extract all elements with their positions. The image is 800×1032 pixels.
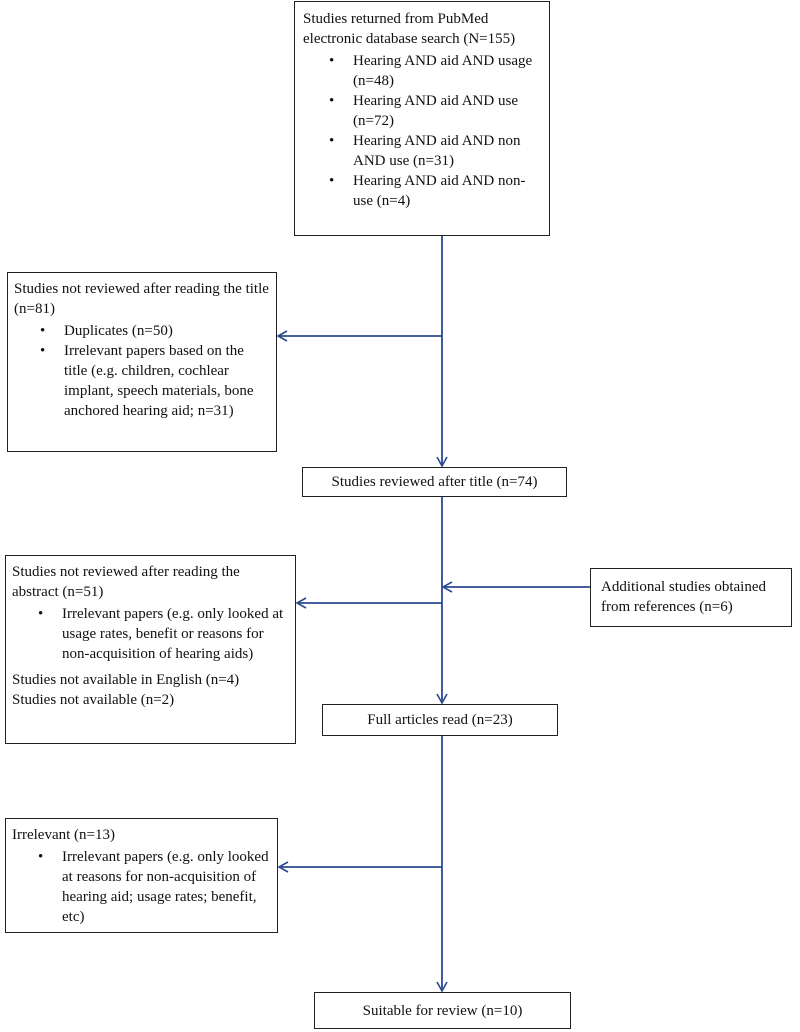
excluded-title-box: Studies not reviewed after reading the t… bbox=[7, 272, 277, 452]
excluded-abstract-extra: Studies not available (n=2) bbox=[12, 692, 175, 708]
additional-studies-box: Additional studies obtained from referen… bbox=[590, 568, 792, 627]
excluded-title-item: Duplicates (n=50) bbox=[14, 321, 270, 341]
excluded-full-item: Irrelevant papers (e.g. only looked at r… bbox=[12, 847, 271, 927]
search-item: Hearing AND aid AND non-use (n=4) bbox=[303, 171, 541, 211]
excluded-abstract-box: Studies not reviewed after reading the a… bbox=[5, 555, 296, 744]
excluded-title-item: Irrelevant papers based on the title (e.… bbox=[14, 341, 270, 421]
search-item: Hearing AND aid AND non AND use (n=31) bbox=[303, 131, 541, 171]
excluded-title-heading: Studies not reviewed after reading the t… bbox=[14, 281, 269, 317]
full-articles-label: Full articles read (n=23) bbox=[367, 712, 513, 728]
final-label: Suitable for review (n=10) bbox=[362, 1003, 523, 1019]
excluded-full-box: Irrelevant (n=13) Irrelevant papers (e.g… bbox=[5, 818, 278, 933]
excluded-full-heading: Irrelevant (n=13) bbox=[12, 827, 115, 843]
reviewed-title-label: Studies reviewed after title (n=74) bbox=[331, 474, 538, 490]
final-box: Suitable for review (n=10) bbox=[314, 992, 571, 1029]
search-results-box: Studies returned from PubMed electronic … bbox=[294, 1, 550, 236]
excluded-abstract-heading: Studies not reviewed after reading the a… bbox=[12, 564, 240, 600]
excluded-abstract-item: Irrelevant papers (e.g. only looked at u… bbox=[12, 604, 289, 664]
reviewed-title-box: Studies reviewed after title (n=74) bbox=[302, 467, 567, 497]
search-item: Hearing AND aid AND usage (n=48) bbox=[303, 51, 541, 91]
full-articles-box: Full articles read (n=23) bbox=[322, 704, 558, 736]
search-title: Studies returned from PubMed electronic … bbox=[303, 11, 516, 47]
additional-studies-label: Additional studies obtained from referen… bbox=[601, 579, 766, 615]
search-item: Hearing AND aid AND use (n=72) bbox=[303, 91, 541, 131]
excluded-abstract-extra: Studies not available in English (n=4) bbox=[12, 672, 240, 688]
